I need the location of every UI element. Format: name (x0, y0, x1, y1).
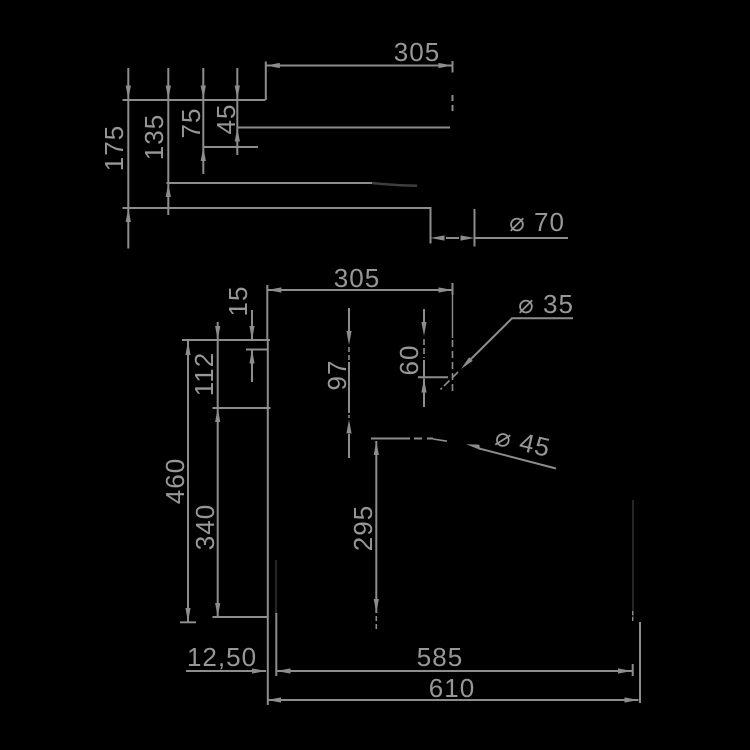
dim-label-135: 135 (139, 113, 169, 161)
dim-label-top-305: 305 (393, 37, 441, 67)
dim-label-12-50: 12,50 (186, 642, 258, 672)
top-view-geometry (122, 61, 568, 249)
dim-label-112: 112 (189, 351, 219, 397)
dim-label-295: 295 (348, 504, 378, 552)
dim-label-610: 610 (428, 673, 476, 703)
dim-label-585: 585 (416, 642, 464, 672)
dim-label-175: 175 (99, 124, 129, 172)
dim-label-97: 97 (322, 359, 352, 391)
front-view-arrowheads (185, 287, 639, 703)
dim-label-60: 60 (394, 344, 424, 376)
dim-label-15: 15 (223, 285, 253, 317)
dim-label-45: 45 (211, 103, 241, 135)
dim-label-low-305: 305 (333, 263, 381, 293)
top-view-arrowheads (125, 62, 475, 241)
dim-label-dia35: ⌀ 35 (518, 289, 574, 319)
dim-label-340: 340 (190, 503, 220, 551)
dim-label-460: 460 (160, 457, 190, 505)
dim-label-dia70: ⌀ 70 (509, 207, 565, 237)
front-view-geometry (180, 283, 641, 705)
dim-label-75: 75 (176, 107, 206, 139)
